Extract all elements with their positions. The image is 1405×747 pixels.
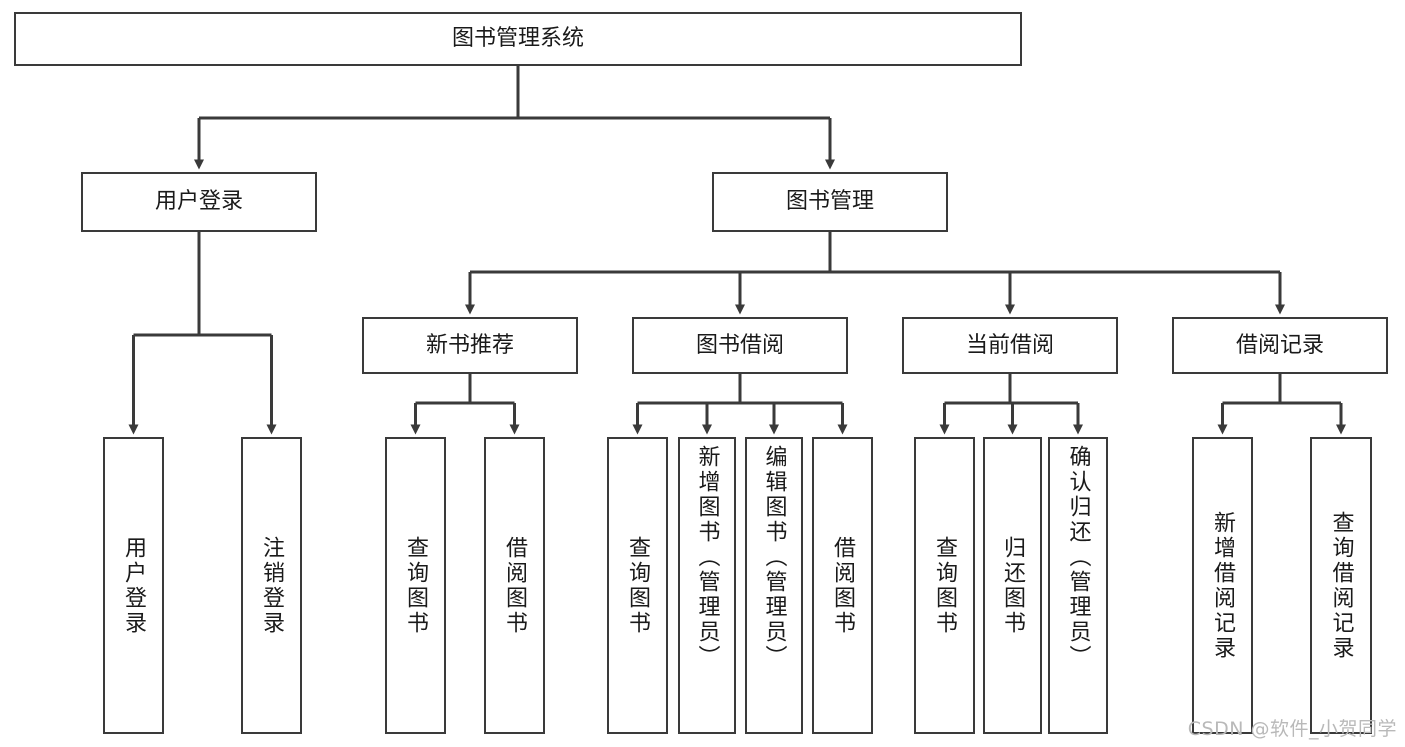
leaf-label: 编辑图书（管理员）: [761, 445, 787, 670]
leaf-label: 用户登录: [121, 535, 147, 636]
leaf-node[interactable]: 借阅图书: [812, 437, 873, 734]
level3-node[interactable]: 新书推荐: [362, 317, 578, 374]
leaf-node[interactable]: 借阅图书: [484, 437, 545, 734]
leaf-node[interactable]: 归还图书: [983, 437, 1042, 734]
leaf-node[interactable]: 注销登录: [241, 437, 302, 734]
leaf-label: 借阅图书: [502, 535, 528, 636]
leaf-node[interactable]: 新增图书（管理员）: [678, 437, 736, 734]
level3-label: 图书借阅: [695, 332, 784, 358]
root-node[interactable]: 图书管理系统: [14, 12, 1022, 66]
level2-node[interactable]: 用户登录: [81, 172, 317, 232]
level3-node[interactable]: 图书借阅: [632, 317, 848, 374]
level2-label: 图书管理: [785, 189, 874, 215]
leaf-label: 确认归还（管理员）: [1065, 445, 1091, 670]
level3-node[interactable]: 借阅记录: [1172, 317, 1388, 374]
leaf-node[interactable]: 确认归还（管理员）: [1048, 437, 1108, 734]
level3-label: 借阅记录: [1235, 332, 1324, 358]
leaf-label: 新增借阅记录: [1210, 510, 1236, 661]
level2-node[interactable]: 图书管理: [712, 172, 948, 232]
leaf-label: 查询图书: [932, 535, 958, 636]
watermark: CSDN @软件_小贺同学: [1187, 718, 1397, 740]
leaf-label: 新增图书（管理员）: [694, 445, 720, 670]
leaf-node[interactable]: 新增借阅记录: [1192, 437, 1253, 734]
leaf-node[interactable]: 编辑图书（管理员）: [745, 437, 803, 734]
level3-label: 新书推荐: [425, 332, 514, 358]
leaf-label: 归还图书: [1000, 535, 1026, 636]
leaf-label: 借阅图书: [830, 535, 856, 636]
level2-label: 用户登录: [154, 189, 243, 215]
leaf-node[interactable]: 查询图书: [914, 437, 975, 734]
leaf-label: 注销登录: [259, 535, 285, 636]
leaf-node[interactable]: 查询借阅记录: [1310, 437, 1372, 734]
leaf-node[interactable]: 查询图书: [385, 437, 446, 734]
leaf-label: 查询借阅记录: [1328, 510, 1354, 661]
leaf-label: 查询图书: [403, 535, 429, 636]
leaf-label: 查询图书: [625, 535, 651, 636]
root-label: 图书管理系统: [451, 26, 584, 52]
level3-label: 当前借阅: [965, 332, 1054, 358]
leaf-node[interactable]: 查询图书: [607, 437, 668, 734]
level3-node[interactable]: 当前借阅: [902, 317, 1118, 374]
leaf-node[interactable]: 用户登录: [103, 437, 164, 734]
